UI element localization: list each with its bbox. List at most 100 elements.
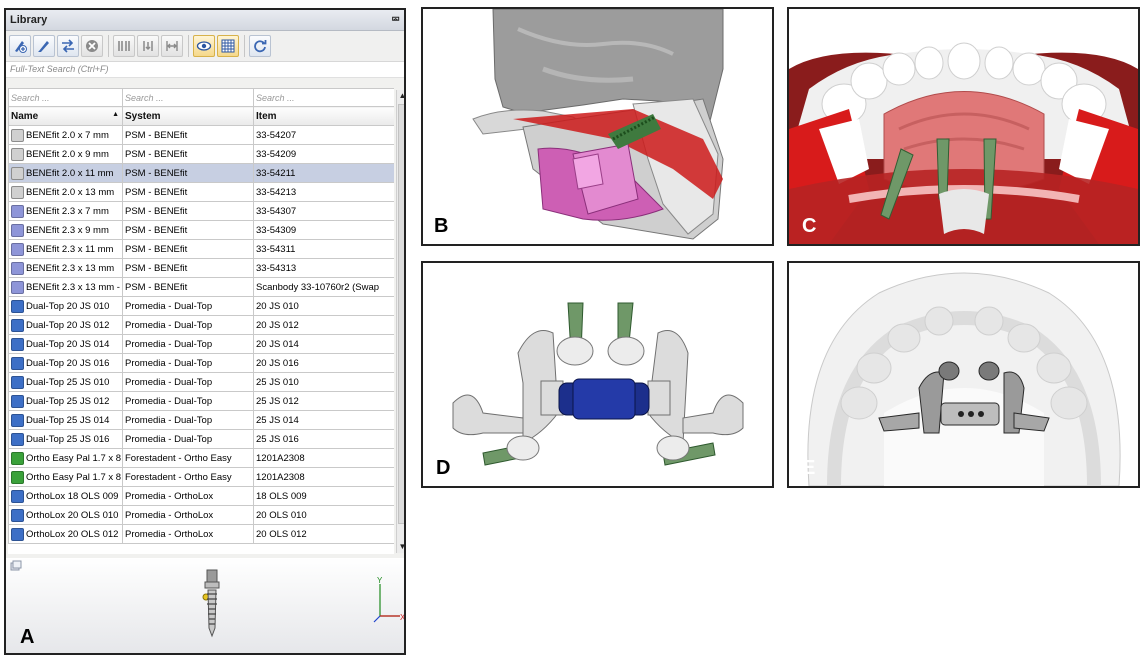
cell-item[interactable]: 33-54307 bbox=[253, 201, 394, 221]
cell-name[interactable]: Dual-Top 25 JS 010 bbox=[8, 372, 123, 392]
cell-system[interactable]: Promedia - Dual-Top bbox=[122, 429, 254, 449]
cell-name[interactable]: BENEfit 2.0 x 9 mm bbox=[8, 144, 123, 164]
swap-icon[interactable] bbox=[57, 35, 79, 57]
cell-item[interactable]: 20 JS 014 bbox=[253, 334, 394, 354]
cell-system[interactable]: Promedia - Dual-Top bbox=[122, 334, 254, 354]
system-search-input[interactable]: Search ... bbox=[122, 88, 254, 107]
columns-icon[interactable] bbox=[113, 35, 135, 57]
cell-name[interactable]: OrthoLox 18 OLS 009 bbox=[8, 486, 123, 506]
column-header-name[interactable]: Name▲ bbox=[8, 106, 123, 126]
scroll-up-icon[interactable]: ▲ bbox=[398, 91, 406, 100]
cell-name[interactable]: BENEfit 2.3 x 9 mm bbox=[8, 220, 123, 240]
cell-system[interactable]: Promedia - OrthoLox bbox=[122, 505, 254, 525]
item-search-input[interactable]: Search ... bbox=[253, 88, 394, 107]
cell-system[interactable]: PSM - BENEfit bbox=[122, 258, 254, 278]
cell-name[interactable]: OrthoLox 20 OLS 012 bbox=[8, 524, 123, 544]
cell-system[interactable]: PSM - BENEfit bbox=[122, 201, 254, 221]
cell-system[interactable]: PSM - BENEfit bbox=[122, 125, 254, 145]
cell-name[interactable]: Dual-Top 25 JS 016 bbox=[8, 429, 123, 449]
cell-item[interactable]: Scanbody 33-10760r2 (Swap bbox=[253, 277, 394, 297]
cell-item[interactable]: 33-54213 bbox=[253, 182, 394, 202]
scroll-thumb[interactable] bbox=[398, 104, 404, 524]
cell-item[interactable]: 33-54209 bbox=[253, 144, 394, 164]
cell-system[interactable]: Promedia - Dual-Top bbox=[122, 296, 254, 316]
cell-system[interactable]: Promedia - OrthoLox bbox=[122, 486, 254, 506]
column-header-item[interactable]: Item bbox=[253, 106, 394, 126]
cell-item[interactable]: 33-54311 bbox=[253, 239, 394, 259]
cell-system[interactable]: Forestadent - Ortho Easy bbox=[122, 467, 254, 487]
cell-system[interactable]: PSM - BENEfit bbox=[122, 220, 254, 240]
collapse-chevron-icon[interactable]: ⮹ bbox=[391, 14, 400, 26]
cell-system[interactable]: PSM - BENEfit bbox=[122, 277, 254, 297]
cell-item[interactable]: 33-54207 bbox=[253, 125, 394, 145]
cell-item[interactable]: 25 JS 016 bbox=[253, 429, 394, 449]
cell-system[interactable]: Forestadent - Ortho Easy bbox=[122, 448, 254, 468]
cell-item[interactable]: 20 OLS 012 bbox=[253, 524, 394, 544]
align-icon[interactable] bbox=[137, 35, 159, 57]
cell-name[interactable]: Dual-Top 20 JS 012 bbox=[8, 315, 123, 335]
cell-system[interactable]: Promedia - Dual-Top bbox=[122, 315, 254, 335]
cell-item[interactable]: 33-54313 bbox=[253, 258, 394, 278]
cell-name[interactable]: Dual-Top 20 JS 014 bbox=[8, 334, 123, 354]
column-header-system[interactable]: System bbox=[122, 106, 254, 126]
cell-name[interactable]: BENEfit 2.3 x 13 mm - ( bbox=[8, 277, 123, 297]
edit-icon[interactable] bbox=[33, 35, 55, 57]
cell-system[interactable]: Promedia - Dual-Top bbox=[122, 372, 254, 392]
cell-name[interactable]: Ortho Easy Pal 1.7 x 8 bbox=[8, 467, 123, 487]
cell-item[interactable]: 33-54309 bbox=[253, 220, 394, 240]
cell-name[interactable]: Dual-Top 20 JS 010 bbox=[8, 296, 123, 316]
cell-name[interactable]: Dual-Top 25 JS 014 bbox=[8, 410, 123, 430]
cell-item[interactable]: 25 JS 012 bbox=[253, 391, 394, 411]
cell-system[interactable]: Promedia - OrthoLox bbox=[122, 524, 254, 544]
name-search-input[interactable]: Search ... bbox=[8, 88, 123, 107]
cell-system[interactable]: Promedia - Dual-Top bbox=[122, 391, 254, 411]
vertical-scrollbar[interactable]: ▲ ▼ bbox=[396, 90, 406, 553]
cell-system[interactable]: Promedia - Dual-Top bbox=[122, 410, 254, 430]
visibility-eye-icon[interactable] bbox=[193, 35, 215, 57]
cell-system[interactable]: Promedia - Dual-Top bbox=[122, 353, 254, 373]
cell-name[interactable]: BENEfit 2.3 x 13 mm bbox=[8, 258, 123, 278]
cell-system[interactable]: PSM - BENEfit bbox=[122, 182, 254, 202]
cell-item[interactable]: 1201A2308 bbox=[253, 448, 394, 468]
cell-name[interactable]: OrthoLox 20 OLS 010 bbox=[8, 505, 123, 525]
cell-name[interactable]: BENEfit 2.3 x 7 mm bbox=[8, 201, 123, 221]
cell-name[interactable]: BENEfit 2.0 x 7 mm bbox=[8, 125, 123, 145]
cell-name[interactable]: Dual-Top 20 JS 016 bbox=[8, 353, 123, 373]
cell-item[interactable]: 25 JS 014 bbox=[253, 410, 394, 430]
implant-preview-viewport[interactable]: Y X bbox=[6, 558, 404, 653]
cell-name[interactable]: BENEfit 2.3 x 11 mm bbox=[8, 239, 123, 259]
cell-item[interactable]: 33-54211 bbox=[253, 163, 394, 183]
scroll-down-icon[interactable]: ▼ bbox=[398, 542, 406, 551]
delete-icon[interactable] bbox=[81, 35, 103, 57]
spacing-icon[interactable] bbox=[161, 35, 183, 57]
cell-item[interactable]: 18 OLS 009 bbox=[253, 486, 394, 506]
cell-name[interactable]: BENEfit 2.0 x 13 mm bbox=[8, 182, 123, 202]
cell-name[interactable]: Ortho Easy Pal 1.7 x 8 bbox=[8, 448, 123, 468]
cell-item[interactable]: 25 JS 010 bbox=[253, 372, 394, 392]
cell-item[interactable]: 20 JS 010 bbox=[253, 296, 394, 316]
cell-system[interactable]: PSM - BENEfit bbox=[122, 144, 254, 164]
refresh-icon[interactable] bbox=[249, 35, 271, 57]
cell-name[interactable]: BENEfit 2.0 x 11 mm bbox=[8, 163, 123, 183]
